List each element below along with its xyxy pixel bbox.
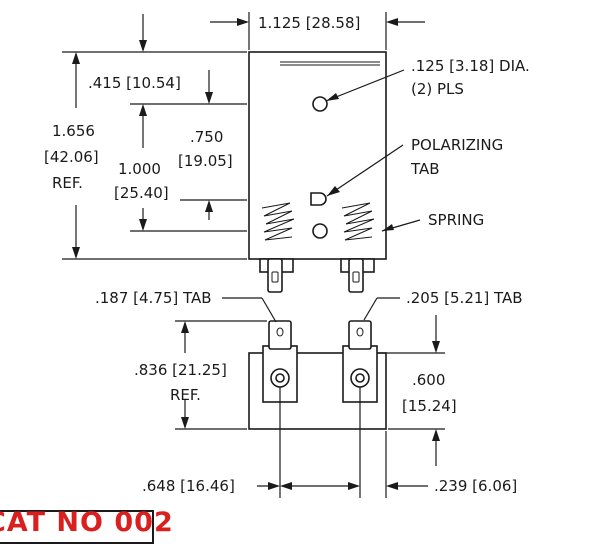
terminal-slot-left <box>271 271 279 283</box>
terminal-left-top-view <box>267 258 283 293</box>
dim-tab-left: .187 [4.75] TAB <box>95 289 212 307</box>
capacitor-body-top-view <box>248 51 387 293</box>
dim-tab-height-2: [15.24] <box>402 397 457 415</box>
dim-spring-dist-2: [25.40] <box>114 184 169 202</box>
spring-left <box>261 202 295 241</box>
dim-tab-edge: .239 [6.06] <box>434 477 517 495</box>
dim-hole-dia-line1: .125 [3.18] DIA. <box>411 57 530 75</box>
terminal-screw-right-inner <box>355 373 365 383</box>
tab-hole-left <box>276 327 284 337</box>
mounting-hole-upper <box>312 96 328 112</box>
dim-spring-dist-1: 1.000 <box>118 160 161 178</box>
mounting-hole-lower <box>312 223 328 239</box>
polarizing-tab-shape <box>310 192 327 206</box>
dim-hole-dia-line2: (2) PLS <box>411 80 464 98</box>
callout-polarizing-1: POLARIZING <box>411 136 503 154</box>
dim-hole-offset: .415 [10.54] <box>88 74 181 92</box>
dimension-labels: 1.125 [28.58] .125 [3.18] DIA. (2) PLS .… <box>44 14 530 495</box>
callout-polarizing-2: TAB <box>410 160 440 178</box>
dim-overall-height-2: [42.06] <box>44 148 99 166</box>
dim-hole-spacing-2: [19.05] <box>178 152 233 170</box>
catalog-number-label: CAT NO 002 <box>0 507 174 538</box>
dimension-lines <box>62 12 445 498</box>
dim-tab-spacing: .648 [16.46] <box>142 477 235 495</box>
terminal-right-top-view <box>348 258 364 293</box>
terminal-screw-left-inner <box>275 373 285 383</box>
callout-spring: SPRING <box>428 211 484 229</box>
dim-tab-right: .205 [5.21] TAB <box>406 289 523 307</box>
dim-body-width: 1.125 [28.58] <box>258 14 360 32</box>
tab-hole-right <box>356 327 364 337</box>
dim-base-height-2: REF. <box>170 386 201 404</box>
dim-tab-height-1: .600 <box>412 371 445 389</box>
tab-right <box>348 320 372 350</box>
tab-left <box>268 320 292 350</box>
terminal-slot-right <box>352 271 360 283</box>
dim-base-height-1: .836 [21.25] <box>134 361 227 379</box>
capacitor-base-side-view <box>248 320 387 430</box>
dim-overall-height-1: 1.656 <box>52 122 95 140</box>
dim-overall-height-3: REF. <box>52 174 83 192</box>
spring-right <box>341 202 375 241</box>
dim-hole-spacing-1: .750 <box>190 128 223 146</box>
